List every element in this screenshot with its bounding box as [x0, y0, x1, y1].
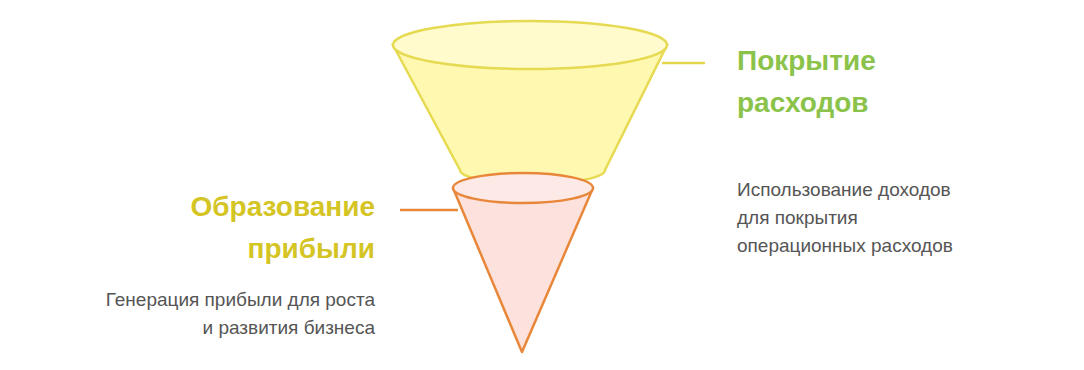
stage-heading: Образование прибыли	[105, 186, 375, 270]
funnel-shape	[450, 170, 598, 356]
label-block: Образование прибылиГенерация прибыли для…	[105, 186, 375, 342]
cone-body	[453, 188, 593, 352]
stage-description: Генерация прибыли для роста и развития б…	[105, 286, 375, 342]
stage-heading: Покрытие расходов	[737, 40, 987, 124]
leader-line	[662, 62, 705, 65]
funnel-top-frustum: Покрытие расходовИспользование доходов д…	[390, 18, 670, 178]
frustum-top	[393, 21, 667, 69]
funnel-shape	[390, 18, 670, 178]
leader-line	[400, 209, 458, 212]
cone-top	[453, 173, 593, 203]
stage-description: Использование доходов для покрытия опера…	[737, 176, 987, 260]
label-block: Покрытие расходовИспользование доходов д…	[737, 40, 987, 260]
funnel-bottom-cone: Образование прибылиГенерация прибыли для…	[450, 170, 598, 356]
